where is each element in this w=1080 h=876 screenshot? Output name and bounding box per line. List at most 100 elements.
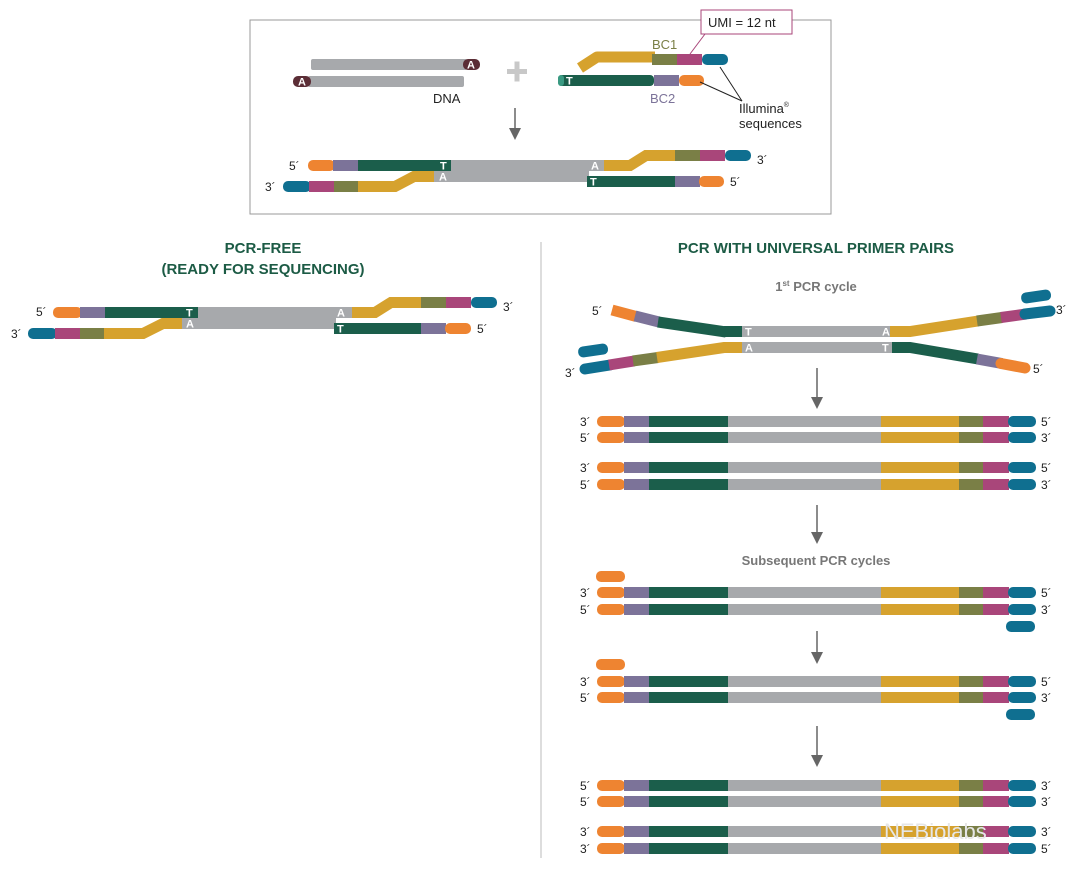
bc1-segment <box>959 843 984 854</box>
illumina-teal-segment <box>28 328 57 339</box>
amplicon-strand: 5´3´ <box>580 603 1052 617</box>
adapter-gold-arm <box>881 692 960 703</box>
bc1-segment <box>959 604 984 615</box>
dna-insert <box>728 796 882 807</box>
bc1-segment <box>959 676 984 687</box>
illumina-orange-segment <box>308 160 335 171</box>
first-cycle-label: 1st PCR cycle <box>775 279 857 294</box>
dna-insert <box>728 587 882 598</box>
bc2-segment <box>624 676 650 687</box>
adapter-green-arm <box>358 160 453 171</box>
three-prime-label: 3´ <box>1041 478 1052 492</box>
dna-insert <box>728 479 882 490</box>
umi-segment <box>446 297 471 308</box>
three-prime-label: 3´ <box>1056 303 1067 317</box>
umi-segment <box>983 676 1009 687</box>
adapter-green-arm <box>649 416 729 427</box>
illumina-orange-segment <box>597 604 625 615</box>
t-base-label: T <box>882 343 889 355</box>
amplicon-strand: 3´5´ <box>580 675 1052 689</box>
dna-insert <box>728 416 882 427</box>
umi-segment <box>983 604 1009 615</box>
dna-insert <box>728 843 882 854</box>
a-base-label: A <box>745 343 753 355</box>
umi-segment <box>983 416 1009 427</box>
illumina-pointer <box>699 81 743 102</box>
adapter-green-tip <box>558 75 564 86</box>
amplicon-strand: 3´5´ <box>580 842 1052 856</box>
dna-label: DNA <box>433 91 461 106</box>
illumina-orange-segment <box>597 479 625 490</box>
three-prime-label: 3´ <box>1041 691 1052 705</box>
bc2-segment <box>624 462 650 473</box>
first-cycle-strands: T A 5´ 3´ A T 3´ 5´ <box>565 289 1067 380</box>
illumina-orange-segment <box>445 323 471 334</box>
dna-insert <box>728 826 882 837</box>
pcr-free-library: T A 5´ 3´ A T 3´ 5´ <box>11 297 514 341</box>
bc1-segment <box>959 692 984 703</box>
adapter-gold-arm <box>358 171 436 192</box>
illumina-teal-segment <box>283 181 311 192</box>
five-prime-label: 5´ <box>580 431 591 445</box>
adapter-green-arm <box>649 676 729 687</box>
bc1-segment <box>959 587 984 598</box>
plus-icon <box>507 61 527 82</box>
adapter-green-arm <box>649 479 729 490</box>
adapter-green-arm <box>649 432 729 443</box>
illumina-orange-segment <box>597 826 625 837</box>
pcr-title: PCR WITH UNIVERSAL PRIMER PAIRS <box>678 240 954 257</box>
dna-insert <box>728 676 882 687</box>
five-prime-label: 5´ <box>1041 586 1052 600</box>
primer <box>596 571 625 582</box>
five-prime-label: 5´ <box>1041 675 1052 689</box>
adapter-green-arm <box>649 796 729 807</box>
bc1-segment <box>421 297 446 308</box>
umi-segment <box>983 692 1009 703</box>
three-prime-label: 3´ <box>503 300 514 314</box>
illumina-teal-segment <box>1008 479 1036 490</box>
adapter-green-arm <box>649 826 729 837</box>
illumina-teal-segment <box>1008 826 1036 837</box>
three-prime-label: 3´ <box>1041 795 1052 809</box>
five-prime-label: 5´ <box>730 175 741 189</box>
bc2-label: BC2 <box>650 91 675 106</box>
t-base-label: T <box>186 308 193 320</box>
bc1-segment <box>959 479 984 490</box>
amplicon-strand: 5´3´ <box>580 431 1052 445</box>
five-prime-label: 5´ <box>580 779 591 793</box>
bc1-segment <box>959 432 984 443</box>
bc1-segment <box>80 328 106 339</box>
three-prime-label: 3´ <box>580 586 591 600</box>
bc2-segment <box>80 307 105 318</box>
a-base-label: A <box>186 319 194 331</box>
bc1-segment <box>959 826 984 837</box>
five-prime-label: 5´ <box>36 305 47 319</box>
umi-segment <box>983 780 1009 791</box>
dna-bottom-strand <box>308 76 464 87</box>
adapter-gold-arm <box>881 676 960 687</box>
five-prime-label: 5´ <box>580 603 591 617</box>
adapter-gold-arm <box>881 826 960 837</box>
adapter-green-arm <box>649 780 729 791</box>
bc1-segment <box>959 462 984 473</box>
three-prime-label: 3´ <box>580 461 591 475</box>
three-prime-label: 3´ <box>265 180 276 194</box>
five-prime-label: 5´ <box>580 795 591 809</box>
adapter-gold-arm <box>881 796 960 807</box>
a-base-label: A <box>467 60 475 72</box>
pcr-amplicons: 3´5´5´3´3´5´5´3´3´5´5´3´3´5´5´3´5´3´5´3´… <box>580 415 1052 856</box>
illumina-teal-segment <box>1008 416 1036 427</box>
three-prime-label: 3´ <box>580 825 591 839</box>
primer <box>1006 709 1035 720</box>
three-prime-label: 3´ <box>580 415 591 429</box>
bc1-segment <box>959 796 984 807</box>
amplicon-strand: 3´5´ <box>580 461 1052 475</box>
amplicon-strand: 5´3´ <box>580 691 1052 705</box>
amplicon-strand: 3´ 5´ <box>580 586 1052 600</box>
umi-segment <box>983 826 1009 837</box>
umi-segment <box>677 54 702 65</box>
illumina-orange-segment <box>597 676 625 687</box>
dna-top-strand <box>311 59 467 70</box>
adapter-gold-arm <box>352 297 424 318</box>
